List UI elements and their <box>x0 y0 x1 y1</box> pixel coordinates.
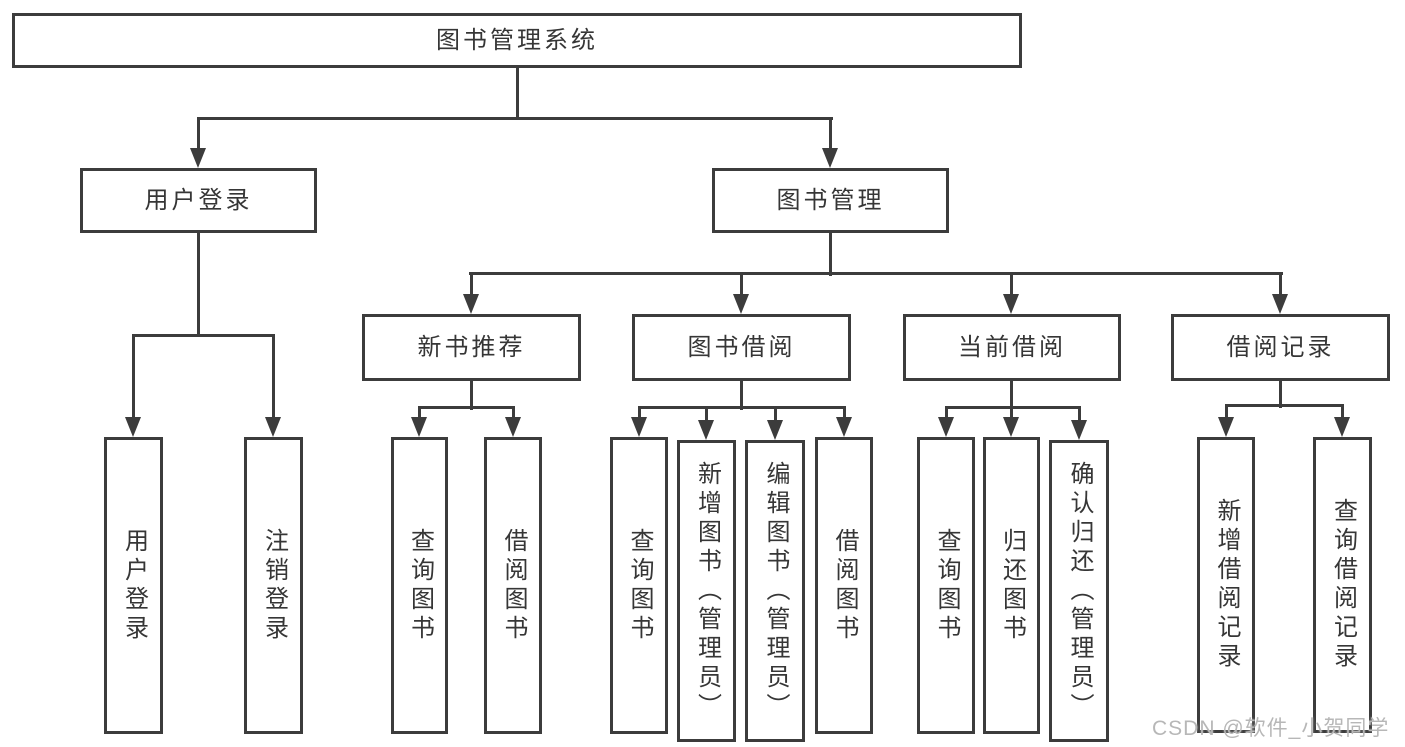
connector-line <box>774 408 777 423</box>
leaf-query-books-current: 查询图书 <box>917 437 975 734</box>
arrow-down-icon <box>190 148 206 168</box>
leaf-borrow-books-borrow: 借阅图书 <box>815 437 873 734</box>
leaf-borrow-books-newbook: 借阅图书 <box>484 437 542 734</box>
connector-line <box>1010 379 1013 410</box>
arrow-down-icon <box>411 417 427 437</box>
arrow-down-icon <box>631 417 647 437</box>
connector-line <box>469 272 1283 275</box>
leaf-query-borrow-record: 查询借阅记录 <box>1313 437 1372 733</box>
node-label: 新书推荐 <box>417 333 526 361</box>
node-label: 借阅图书 <box>500 527 527 644</box>
connector-line <box>740 274 743 297</box>
connector-line <box>516 68 519 120</box>
arrow-down-icon <box>822 148 838 168</box>
connector-line <box>1341 406 1344 420</box>
node-new-book-recommendation: 新书推荐 <box>362 314 581 381</box>
connector-line <box>829 118 832 151</box>
node-label: 归还图书 <box>998 527 1026 644</box>
connector-line <box>1279 379 1282 408</box>
arrow-down-icon <box>1218 417 1234 437</box>
connector-line <box>705 408 708 423</box>
node-label: 图书管理系统 <box>436 26 598 54</box>
node-book-management: 图书管理 <box>712 168 949 233</box>
node-label: 新增借阅记录 <box>1213 498 1240 672</box>
arrow-down-icon <box>767 420 783 440</box>
connector-line <box>1078 408 1081 423</box>
arrow-down-icon <box>265 417 281 437</box>
arrow-down-icon <box>1071 420 1087 440</box>
leaf-add-borrow-record: 新增借阅记录 <box>1197 437 1255 733</box>
connector-line <box>638 408 641 420</box>
leaf-user-login: 用户登录 <box>104 437 163 734</box>
node-label: 确认归还（管理员） <box>1066 460 1093 722</box>
connector-line <box>1225 406 1228 420</box>
node-borrowing-records: 借阅记录 <box>1171 314 1390 381</box>
connector-line <box>418 408 421 420</box>
arrow-down-icon <box>836 417 852 437</box>
leaf-confirm-return-admin: 确认归还（管理员） <box>1049 440 1109 742</box>
connector-line <box>197 233 200 337</box>
node-current-borrowing: 当前借阅 <box>903 314 1121 381</box>
leaf-edit-book-admin: 编辑图书（管理员） <box>745 440 805 742</box>
node-label: 当前借阅 <box>958 333 1066 361</box>
connector-line <box>638 406 846 409</box>
leaf-return-book: 归还图书 <box>983 437 1040 734</box>
arrow-down-icon <box>698 420 714 440</box>
connector-line <box>740 379 743 410</box>
node-book-borrowing: 图书借阅 <box>632 314 851 381</box>
node-user-login: 用户登录 <box>80 168 317 233</box>
node-label: 查询图书 <box>933 527 960 644</box>
connector-line <box>132 334 275 337</box>
connector-line <box>843 408 846 420</box>
connector-line <box>197 117 833 120</box>
arrow-down-icon <box>1334 417 1350 437</box>
leaf-add-book-admin: 新增图书（管理员） <box>677 440 736 742</box>
connector-line <box>945 408 948 420</box>
leaf-logout-login: 注销登录 <box>244 437 303 734</box>
node-label: 查询图书 <box>626 527 653 644</box>
connector-line <box>132 336 135 420</box>
leaf-query-books-newbook: 查询图书 <box>391 437 448 734</box>
node-label: 图书借阅 <box>687 333 796 361</box>
arrow-down-icon <box>125 417 141 437</box>
node-label: 借阅图书 <box>831 527 858 644</box>
node-label: 查询图书 <box>406 527 434 644</box>
connector-line <box>470 379 473 410</box>
connector-line <box>1010 274 1013 297</box>
arrow-down-icon <box>505 417 521 437</box>
node-label: 注销登录 <box>260 527 288 644</box>
connector-line <box>470 274 473 297</box>
connector-line <box>272 336 275 420</box>
connector-line <box>1225 404 1344 407</box>
node-label: 图书管理 <box>776 186 885 214</box>
arrow-down-icon <box>733 294 749 314</box>
connector-line <box>197 118 200 151</box>
leaf-query-books-borrow: 查询图书 <box>610 437 668 734</box>
connector-line <box>512 408 515 420</box>
csdn-watermark: CSDN @软件_小贺同学 <box>1152 717 1390 740</box>
arrow-down-icon <box>1003 294 1019 314</box>
arrow-down-icon <box>1003 417 1019 437</box>
node-label: 新增图书（管理员） <box>693 460 721 722</box>
connector-line <box>829 233 832 276</box>
connector-line <box>1010 408 1013 420</box>
node-label: 查询借阅记录 <box>1329 498 1357 672</box>
connector-line <box>945 406 1081 409</box>
node-library-system: 图书管理系统 <box>12 13 1022 68</box>
node-label: 用户登录 <box>120 527 148 644</box>
arrow-down-icon <box>938 417 954 437</box>
node-label: 用户登录 <box>144 186 253 214</box>
arrow-down-icon <box>463 294 479 314</box>
connector-line <box>1279 274 1282 297</box>
connector-line <box>418 406 515 409</box>
arrow-down-icon <box>1272 294 1288 314</box>
node-label: 编辑图书（管理员） <box>762 460 789 722</box>
node-label: 借阅记录 <box>1226 333 1335 361</box>
